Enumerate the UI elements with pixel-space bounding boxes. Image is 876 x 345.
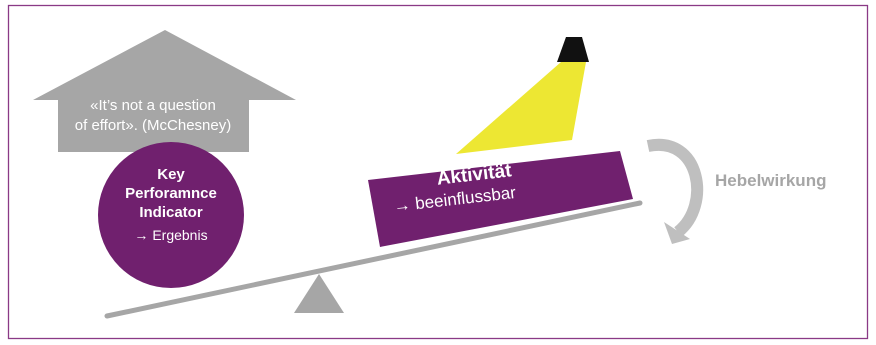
kpi-line1: Key [157, 166, 185, 183]
frame-border [7, 4, 869, 340]
kpi-line2: Perforamnce [125, 185, 217, 202]
kpi-circle [98, 142, 244, 288]
lever-plank [104, 200, 643, 319]
kpi-line3: Indicator [139, 204, 203, 221]
right-arrow-icon: → [392, 194, 412, 216]
lever-label: Hebelwirkung [715, 171, 827, 190]
light-beam [456, 62, 586, 154]
kpi-sub-row: → Ergebnis [96, 225, 246, 245]
house-quote: «It’s not a question of effort». (McChes… [58, 96, 248, 136]
curved-arrow-head [664, 222, 690, 244]
lamp-icon [557, 37, 589, 62]
triangle-fulcrum-icon [294, 274, 344, 313]
house-shape [33, 30, 296, 152]
kpi-label: Key Perforamnce Indicator → Ergebnis [96, 165, 246, 245]
right-arrow-icon: → [134, 227, 149, 243]
activity-box [368, 151, 633, 247]
kpi-sub: Ergebnis [152, 227, 208, 243]
curved-arrow-icon [646, 138, 704, 237]
house-quote-line1: «It’s not a question [90, 97, 216, 114]
house-quote-line2: of effort». (McChesney) [74, 117, 232, 134]
